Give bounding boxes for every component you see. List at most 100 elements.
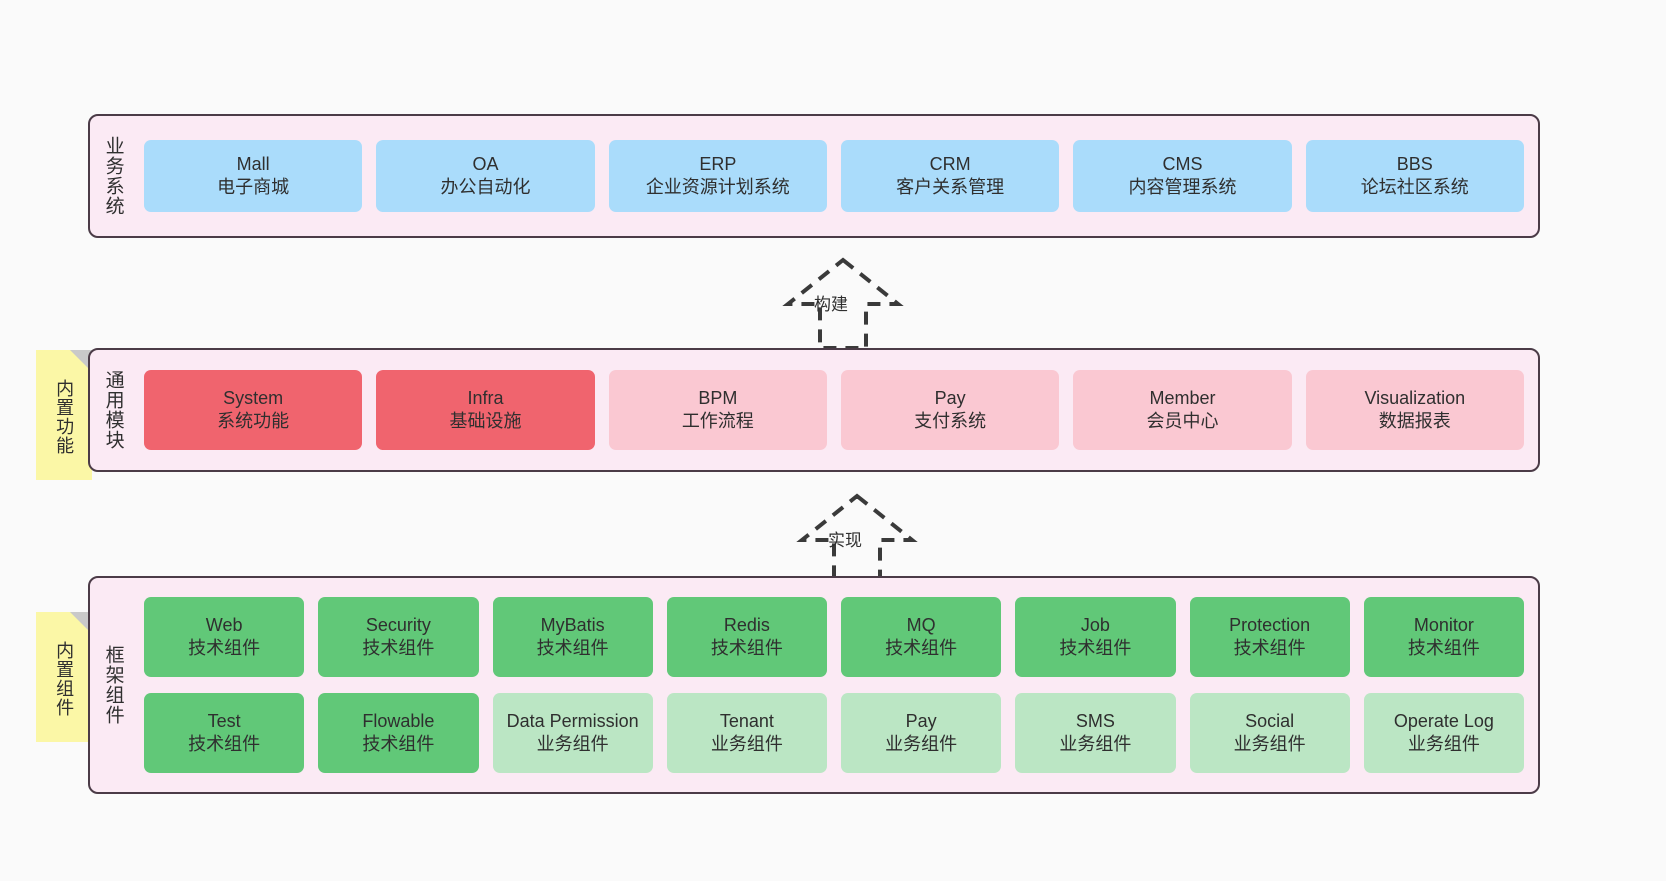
node-title-cn: 技术组件 xyxy=(188,638,261,658)
node-title-cn: 业务组件 xyxy=(536,734,609,754)
node-row: Mall 电子商城 OA 办公自动化 ERP 企业资源计划系统 CRM 客户关系… xyxy=(144,140,1524,212)
node-title-cn: 技术组件 xyxy=(536,638,609,658)
node-title-en: Pay xyxy=(905,710,937,731)
node-title-cn: 技术组件 xyxy=(1233,638,1306,658)
connector-label-build: 构建 xyxy=(814,295,848,314)
node-flowable[interactable]: Flowable 技术组件 xyxy=(318,693,479,773)
node-title-en: Job xyxy=(1080,614,1110,635)
node-tenant[interactable]: Tenant 业务组件 xyxy=(666,693,827,773)
node-monitor[interactable]: Monitor 技术组件 xyxy=(1363,597,1524,677)
node-visualization[interactable]: Visualization 数据报表 xyxy=(1305,370,1524,450)
connector-implement: 实现 xyxy=(762,488,952,588)
layer-body-common-modules: System 系统功能 Infra 基础设施 BPM 工作流程 Pay 支付系统… xyxy=(136,350,1538,470)
node-title-en: Pay xyxy=(934,387,966,408)
node-title-en: MQ xyxy=(906,614,936,635)
node-protection[interactable]: Protection 技术组件 xyxy=(1189,597,1350,677)
layer-framework-components: 框架组件 Web 技术组件 Security 技术组件 MyBatis 技术组件… xyxy=(88,576,1540,794)
node-row: Test 技术组件 Flowable 技术组件 Data Permission … xyxy=(144,693,1524,773)
sticky-note-label: 内置功能 xyxy=(54,379,75,455)
node-title-cn: 电子商城 xyxy=(217,177,290,197)
node-title-en: System xyxy=(223,387,284,408)
node-title-en: MyBatis xyxy=(540,614,605,635)
node-title-cn: 业务组件 xyxy=(1233,734,1306,754)
layer-title-framework-components: 框架组件 xyxy=(102,645,124,725)
node-title-en: Visualization xyxy=(1364,387,1466,408)
node-pay[interactable]: Pay 支付系统 xyxy=(840,370,1060,450)
node-title-en: Protection xyxy=(1229,614,1311,635)
layer-common-modules: 通用模块 System 系统功能 Infra 基础设施 BPM 工作流程 Pay… xyxy=(88,348,1540,472)
node-title-cn: 技术组件 xyxy=(1059,638,1132,658)
node-title-en: OA xyxy=(472,153,499,174)
node-title-en: Tenant xyxy=(719,710,774,731)
connector-label-implement: 实现 xyxy=(828,531,862,550)
node-pay-biz[interactable]: Pay 业务组件 xyxy=(841,693,1002,773)
node-title-cn: 基础设施 xyxy=(449,411,522,431)
node-security[interactable]: Security 技术组件 xyxy=(318,597,479,677)
node-bbs[interactable]: BBS 论坛社区系统 xyxy=(1305,140,1524,212)
node-title-en: Infra xyxy=(467,387,504,408)
node-title-cn: 办公自动化 xyxy=(440,177,531,197)
node-title-cn: 技术组件 xyxy=(1407,638,1480,658)
node-title-en: Redis xyxy=(723,614,770,635)
node-title-cn: 系统功能 xyxy=(217,411,290,431)
node-title-en: Web xyxy=(205,614,243,635)
layer-body-business-systems: Mall 电子商城 OA 办公自动化 ERP 企业资源计划系统 CRM 客户关系… xyxy=(136,116,1538,236)
node-system[interactable]: System 系统功能 xyxy=(144,370,363,450)
node-title-cn: 企业资源计划系统 xyxy=(645,177,790,197)
node-title-en: Social xyxy=(1245,710,1295,731)
node-mybatis[interactable]: MyBatis 技术组件 xyxy=(492,597,653,677)
node-title-cn: 数据报表 xyxy=(1378,411,1451,431)
node-job[interactable]: Job 技术组件 xyxy=(1015,597,1176,677)
node-sms[interactable]: SMS 业务组件 xyxy=(1015,693,1176,773)
node-mall[interactable]: Mall 电子商城 xyxy=(144,140,363,212)
node-title-cn: 论坛社区系统 xyxy=(1360,177,1469,197)
node-title-en: Test xyxy=(207,710,241,731)
sticky-note-builtin-function: 内置功能 xyxy=(36,350,92,480)
node-bpm[interactable]: BPM 工作流程 xyxy=(608,370,827,450)
layer-title-business-systems: 业务系统 xyxy=(102,136,124,216)
layer-business-systems: 业务系统 Mall 电子商城 OA 办公自动化 ERP 企业资源计划系统 CRM… xyxy=(88,114,1540,238)
node-title-en: Security xyxy=(365,614,431,635)
layer-title-common-modules: 通用模块 xyxy=(102,370,124,450)
node-social[interactable]: Social 业务组件 xyxy=(1189,693,1350,773)
node-title-en: CRM xyxy=(929,153,971,174)
node-operate-log[interactable]: Operate Log 业务组件 xyxy=(1363,693,1524,773)
node-web[interactable]: Web 技术组件 xyxy=(144,597,305,677)
node-mq[interactable]: MQ 技术组件 xyxy=(841,597,1002,677)
node-crm[interactable]: CRM 客户关系管理 xyxy=(840,140,1060,212)
node-title-cn: 支付系统 xyxy=(914,411,987,431)
node-title-cn: 内容管理系统 xyxy=(1128,177,1237,197)
node-title-cn: 业务组件 xyxy=(1059,734,1132,754)
node-title-cn: 业务组件 xyxy=(710,734,783,754)
node-title-en: Data Permission xyxy=(506,710,639,731)
node-title-en: Monitor xyxy=(1413,614,1474,635)
node-row: Web 技术组件 Security 技术组件 MyBatis 技术组件 Redi… xyxy=(144,597,1524,677)
node-title-en: Member xyxy=(1149,387,1216,408)
connector-build: 构建 xyxy=(748,252,938,352)
node-member[interactable]: Member 会员中心 xyxy=(1073,370,1292,450)
node-redis[interactable]: Redis 技术组件 xyxy=(666,597,827,677)
node-title-en: BPM xyxy=(698,387,738,408)
dashed-hollow-arrow-up-icon xyxy=(796,493,918,586)
node-title-cn: 工作流程 xyxy=(681,411,754,431)
node-data-permission[interactable]: Data Permission 业务组件 xyxy=(492,693,653,773)
node-title-en: Flowable xyxy=(362,710,435,731)
node-title-en: ERP xyxy=(699,153,737,174)
node-title-en: Operate Log xyxy=(1393,710,1494,731)
node-cms[interactable]: CMS 内容管理系统 xyxy=(1073,140,1292,212)
node-test[interactable]: Test 技术组件 xyxy=(144,693,305,773)
node-title-cn: 业务组件 xyxy=(1407,734,1480,754)
sticky-note-builtin-component: 内置组件 xyxy=(36,612,92,742)
node-title-cn: 业务组件 xyxy=(885,734,958,754)
node-row: System 系统功能 Infra 基础设施 BPM 工作流程 Pay 支付系统… xyxy=(144,370,1524,450)
node-title-cn: 客户关系管理 xyxy=(896,177,1005,197)
node-oa[interactable]: OA 办公自动化 xyxy=(376,140,595,212)
node-title-cn: 技术组件 xyxy=(710,638,783,658)
node-title-en: Mall xyxy=(236,153,270,174)
node-infra[interactable]: Infra 基础设施 xyxy=(376,370,595,450)
node-title-cn: 技术组件 xyxy=(188,734,261,754)
node-title-cn: 技术组件 xyxy=(885,638,958,658)
node-title-en: BBS xyxy=(1396,153,1433,174)
node-erp[interactable]: ERP 企业资源计划系统 xyxy=(608,140,827,212)
